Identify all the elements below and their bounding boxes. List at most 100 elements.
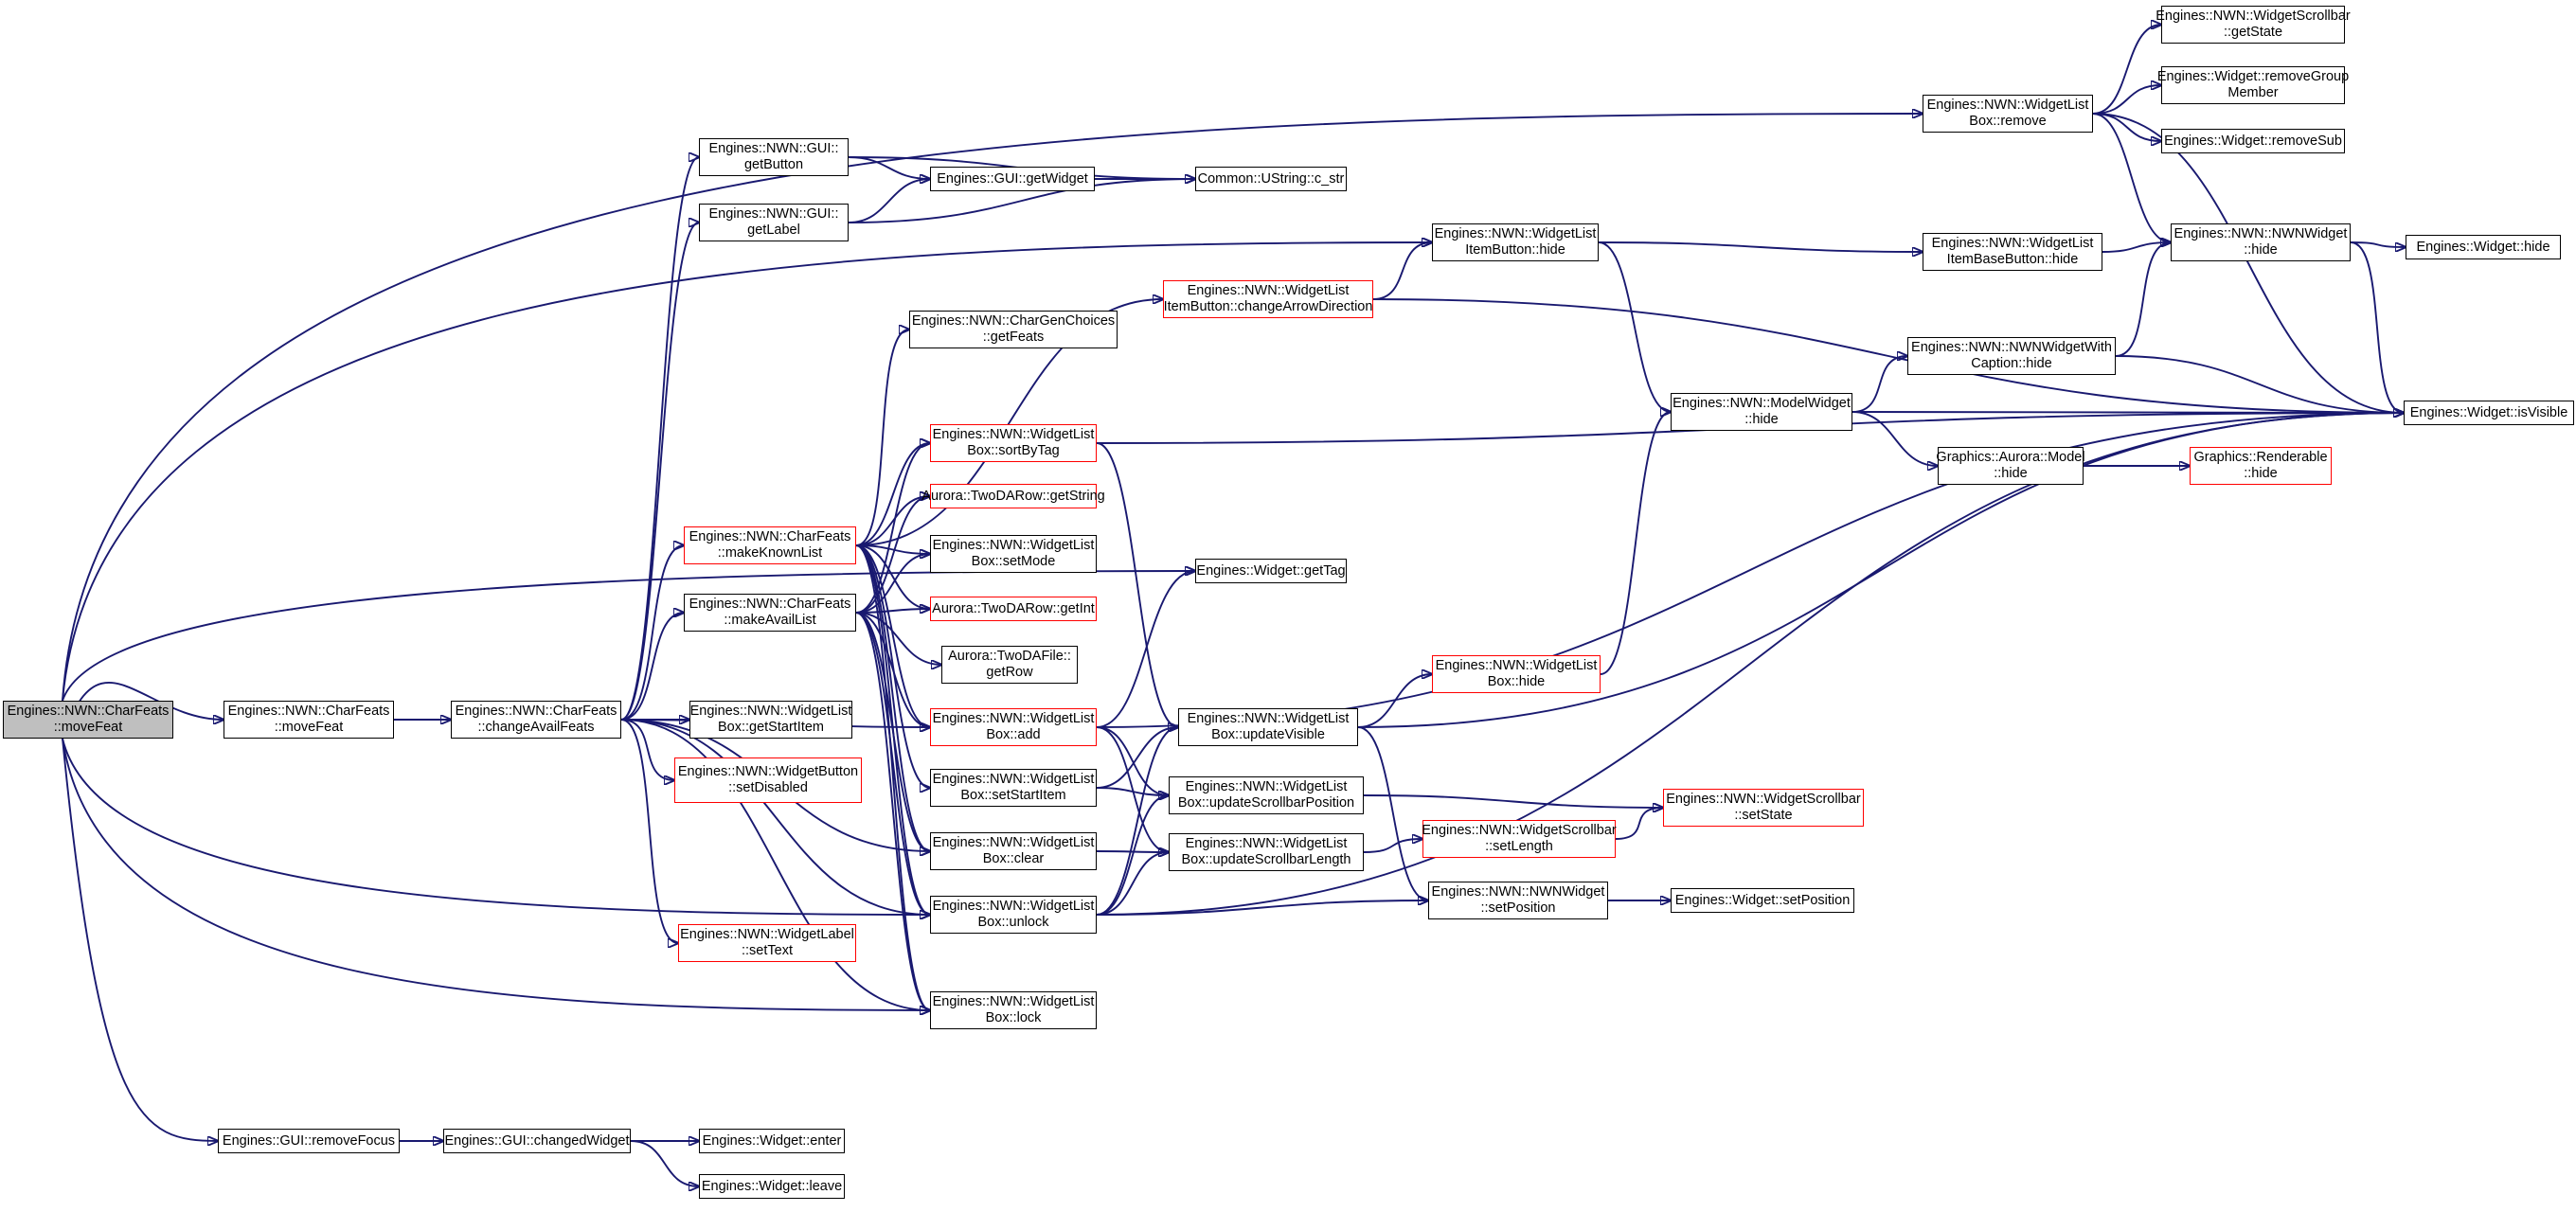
edge-sortbytag-to-updatevisible (1096, 442, 1178, 727)
node-lblock[interactable]: Engines::NWN::WidgetList Box::lock (930, 991, 1097, 1029)
node-itembasehide[interactable]: Engines::NWN::WidgetList ItemBaseButton:… (1923, 233, 2102, 271)
node-scrollsetstate[interactable]: Engines::NWN::WidgetScrollbar ::setState (1663, 789, 1864, 827)
edge-modelwidgethide-to-isvisible (1852, 412, 2404, 413)
edge-makeavail-to-lbunlock (855, 612, 930, 915)
edge-makeknown-to-setstartitem (855, 544, 930, 788)
node-removefocus[interactable]: Engines::GUI::removeFocus (218, 1129, 400, 1153)
edge-changeavail-to-makeavail (620, 613, 684, 721)
node-updatescrollpos[interactable]: Engines::NWN::WidgetList Box::updateScro… (1169, 776, 1364, 814)
edge-changeavail-to-makeknown (620, 545, 684, 721)
edge-lbadd-to-updatescrolllen (1096, 726, 1169, 852)
node-lbunlock[interactable]: Engines::NWN::WidgetList Box::unlock (930, 896, 1097, 934)
edge-updatevisible-to-nwnsetposition (1357, 726, 1428, 900)
node-changedwidget[interactable]: Engines::GUI::changedWidget (443, 1129, 631, 1153)
node-cstr[interactable]: Common::UString::c_str (1195, 167, 1347, 191)
edge-lbunlock-to-updatescrolllen (1096, 852, 1169, 916)
node-lbremove[interactable]: Engines::NWN::WidgetList Box::remove (1923, 95, 2093, 133)
node-wleave[interactable]: Engines::Widget::leave (699, 1174, 845, 1199)
edge-lbremove-to-isvisible (2092, 113, 2404, 413)
edge-makeknown-to-lblock (855, 544, 930, 1010)
edge-changeavail-to-settext (620, 719, 678, 943)
node-setdisabled[interactable]: Engines::NWN::WidgetButton ::setDisabled (674, 758, 862, 803)
edge-lbunlock-to-updatescrollpos (1096, 795, 1169, 916)
edge-movefeat-root-to-removefocus (62, 738, 218, 1141)
edge-movefeat-root-to-lblock (62, 738, 930, 1010)
node-updatevisible[interactable]: Engines::NWN::WidgetList Box::updateVisi… (1178, 708, 1358, 746)
node-changearrow[interactable]: Engines::NWN::WidgetList ItemButton::cha… (1163, 280, 1373, 318)
node-makeavail[interactable]: Engines::NWN::CharFeats ::makeAvailList (684, 594, 856, 632)
node-isvisible[interactable]: Engines::Widget::isVisible (2404, 401, 2574, 425)
edge-movefeat-root-to-lbunlock (62, 738, 930, 915)
node-makeknown[interactable]: Engines::NWN::CharFeats ::makeKnownList (684, 526, 856, 564)
node-movefeat[interactable]: Engines::NWN::CharFeats ::moveFeat (224, 701, 394, 739)
edge-updatevisible-to-lbhide (1357, 674, 1432, 728)
edge-lbremove-to-removegroup (2092, 85, 2161, 115)
node-captionhide[interactable]: Engines::NWN::NWNWidgetWith Caption::hid… (1907, 337, 2116, 375)
edge-updatescrolllen-to-scrollsetlength (1363, 839, 1422, 853)
node-scrollgetstate[interactable]: Engines::NWN::WidgetScrollbar ::getState (2156, 6, 2351, 44)
node-wsetposition[interactable]: Engines::Widget::setPosition (1671, 888, 1854, 913)
edge-makeavail-to-lblock (855, 612, 930, 1010)
edge-lbremove-to-nwnwidgethide (2092, 113, 2171, 242)
node-nwnwidgethide[interactable]: Engines::NWN::NWNWidget ::hide (2171, 223, 2351, 261)
edge-nwnwidgethide-to-whide (2350, 241, 2406, 247)
node-wenter[interactable]: Engines::Widget::enter (699, 1129, 845, 1153)
node-aurorahide[interactable]: Graphics::Aurora::Model ::hide (1936, 447, 2085, 485)
node-gettag[interactable]: Engines::Widget::getTag (1195, 559, 1347, 583)
node-nwnsetposition[interactable]: Engines::NWN::NWNWidget ::setPosition (1428, 882, 1608, 919)
edge-getlabel-to-guigetwidget (848, 179, 930, 223)
node-movefeat-root: Engines::NWN::CharFeats ::moveFeat (3, 701, 173, 739)
edge-makeavail-to-sortbytag (855, 443, 930, 614)
edge-makeknown-to-getint (855, 544, 930, 609)
edge-makeavail-to-getrow (855, 612, 941, 665)
node-getint[interactable]: Aurora::TwoDARow::getInt (930, 597, 1097, 621)
node-getstartitem[interactable]: Engines::NWN::WidgetList Box::getStartIt… (689, 701, 852, 739)
node-removesub[interactable]: Engines::Widget::removeSub (2161, 129, 2345, 153)
edge-makeknown-to-getstring (855, 496, 930, 546)
node-updatescrolllen[interactable]: Engines::NWN::WidgetList Box::updateScro… (1169, 833, 1364, 871)
node-modelwidgethide[interactable]: Engines::NWN::ModelWidget ::hide (1671, 393, 1852, 431)
edge-changeavail-to-getbutton (620, 157, 699, 721)
edge-movefeat-root-to-itembuttonhide (62, 242, 1432, 702)
node-sortbytag[interactable]: Engines::NWN::WidgetList Box::sortByTag (930, 424, 1097, 462)
edge-makeavail-to-getint (855, 609, 930, 613)
node-itembuttonhide[interactable]: Engines::NWN::WidgetList ItemButton::hid… (1432, 223, 1599, 261)
edge-makeavail-to-setmode (855, 554, 930, 614)
edge-lbhide-to-modelwidgethide (1600, 412, 1671, 675)
edge-updatevisible-to-isvisible (1357, 413, 2404, 728)
edge-changearrow-to-itembuttonhide (1372, 242, 1432, 300)
node-getrow[interactable]: Aurora::TwoDAFile:: getRow (941, 646, 1078, 684)
node-renderablehide[interactable]: Graphics::Renderable ::hide (2190, 447, 2332, 485)
node-getlabel[interactable]: Engines::NWN::GUI:: getLabel (699, 204, 849, 241)
edge-changeavail-to-setdisabled (620, 719, 674, 780)
node-setmode[interactable]: Engines::NWN::WidgetList Box::setMode (930, 535, 1097, 573)
edge-captionhide-to-nwnwidgethide (2115, 242, 2171, 357)
node-whide[interactable]: Engines::Widget::hide (2406, 235, 2561, 259)
edge-makeavail-to-lbadd (855, 612, 930, 727)
edge-captionhide-to-isvisible (2115, 355, 2404, 413)
node-lbhide[interactable]: Engines::NWN::WidgetList Box::hide (1432, 655, 1601, 693)
edge-changedwidget-to-wleave (630, 1140, 699, 1186)
node-changeavail[interactable]: Engines::NWN::CharFeats ::changeAvailFea… (451, 701, 621, 739)
node-getfeats[interactable]: Engines::NWN::CharGenChoices ::getFeats (909, 311, 1118, 348)
edge-modelwidgethide-to-captionhide (1852, 356, 1907, 413)
node-getstring[interactable]: Aurora::TwoDARow::getString (921, 484, 1105, 508)
node-setstartitem[interactable]: Engines::NWN::WidgetList Box::setStartIt… (930, 769, 1097, 807)
node-lbclear[interactable]: Engines::NWN::WidgetList Box::clear (930, 832, 1097, 870)
edge-makeknown-to-lbadd (855, 544, 930, 727)
node-removegroup[interactable]: Engines::Widget::removeGroup Member (2157, 66, 2349, 104)
node-getbutton[interactable]: Engines::NWN::GUI:: getButton (699, 138, 849, 176)
edge-makeavail-to-lbclear (855, 612, 930, 851)
edge-lbremove-to-scrollgetstate (2092, 25, 2161, 115)
edge-getlabel-to-cstr (848, 179, 1195, 223)
node-lbadd[interactable]: Engines::NWN::WidgetList Box::add (930, 708, 1097, 746)
node-settext[interactable]: Engines::NWN::WidgetLabel ::setText (678, 924, 856, 962)
edge-nwnwidgethide-to-isvisible (2350, 241, 2404, 413)
edge-makeknown-to-lbclear (855, 544, 930, 851)
node-scrollsetlength[interactable]: Engines::NWN::WidgetScrollbar ::setLengt… (1422, 820, 1617, 858)
edge-updatescrollpos-to-scrollsetstate (1363, 794, 1663, 808)
node-guigetwidget[interactable]: Engines::GUI::getWidget (930, 167, 1095, 191)
edge-itembuttonhide-to-modelwidgethide (1598, 241, 1671, 412)
